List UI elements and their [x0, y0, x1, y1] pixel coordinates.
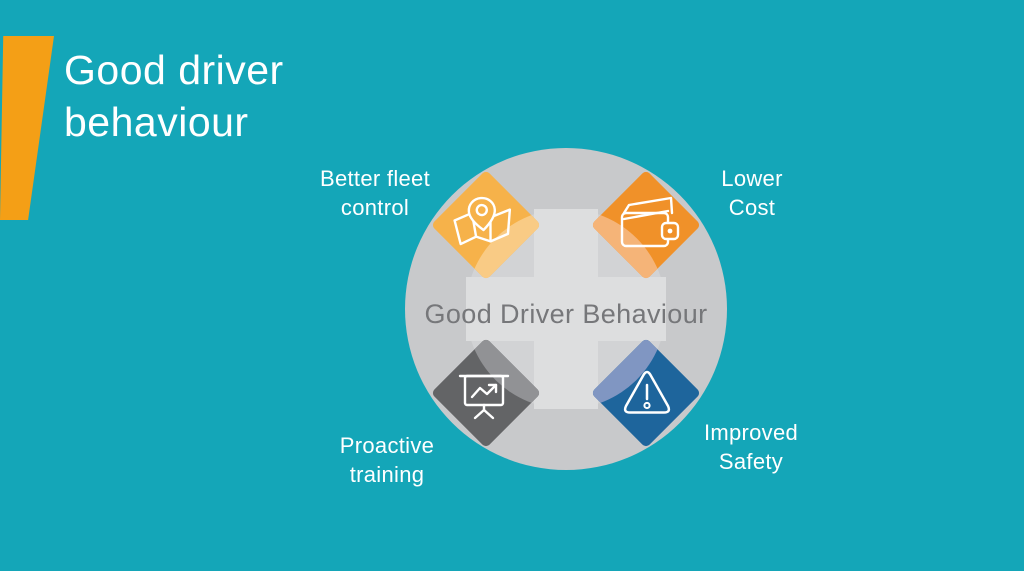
diagram-center-label: Good Driver Behaviour — [424, 299, 708, 329]
wallet-icon — [620, 196, 680, 248]
cross-shape — [466, 209, 666, 409]
label-lower-cost: Lower Cost — [721, 166, 783, 220]
page-title: Good driver behaviour — [64, 47, 284, 145]
label-improved-safety: Improved Safety — [703, 420, 799, 474]
label-better-fleet-control: Better fleet control — [320, 166, 430, 220]
label-proactive-training: Proactive training — [339, 433, 435, 487]
warning-triangle-icon — [623, 370, 671, 414]
map-pin-icon — [453, 196, 512, 246]
presentation-chart-icon — [458, 374, 510, 420]
